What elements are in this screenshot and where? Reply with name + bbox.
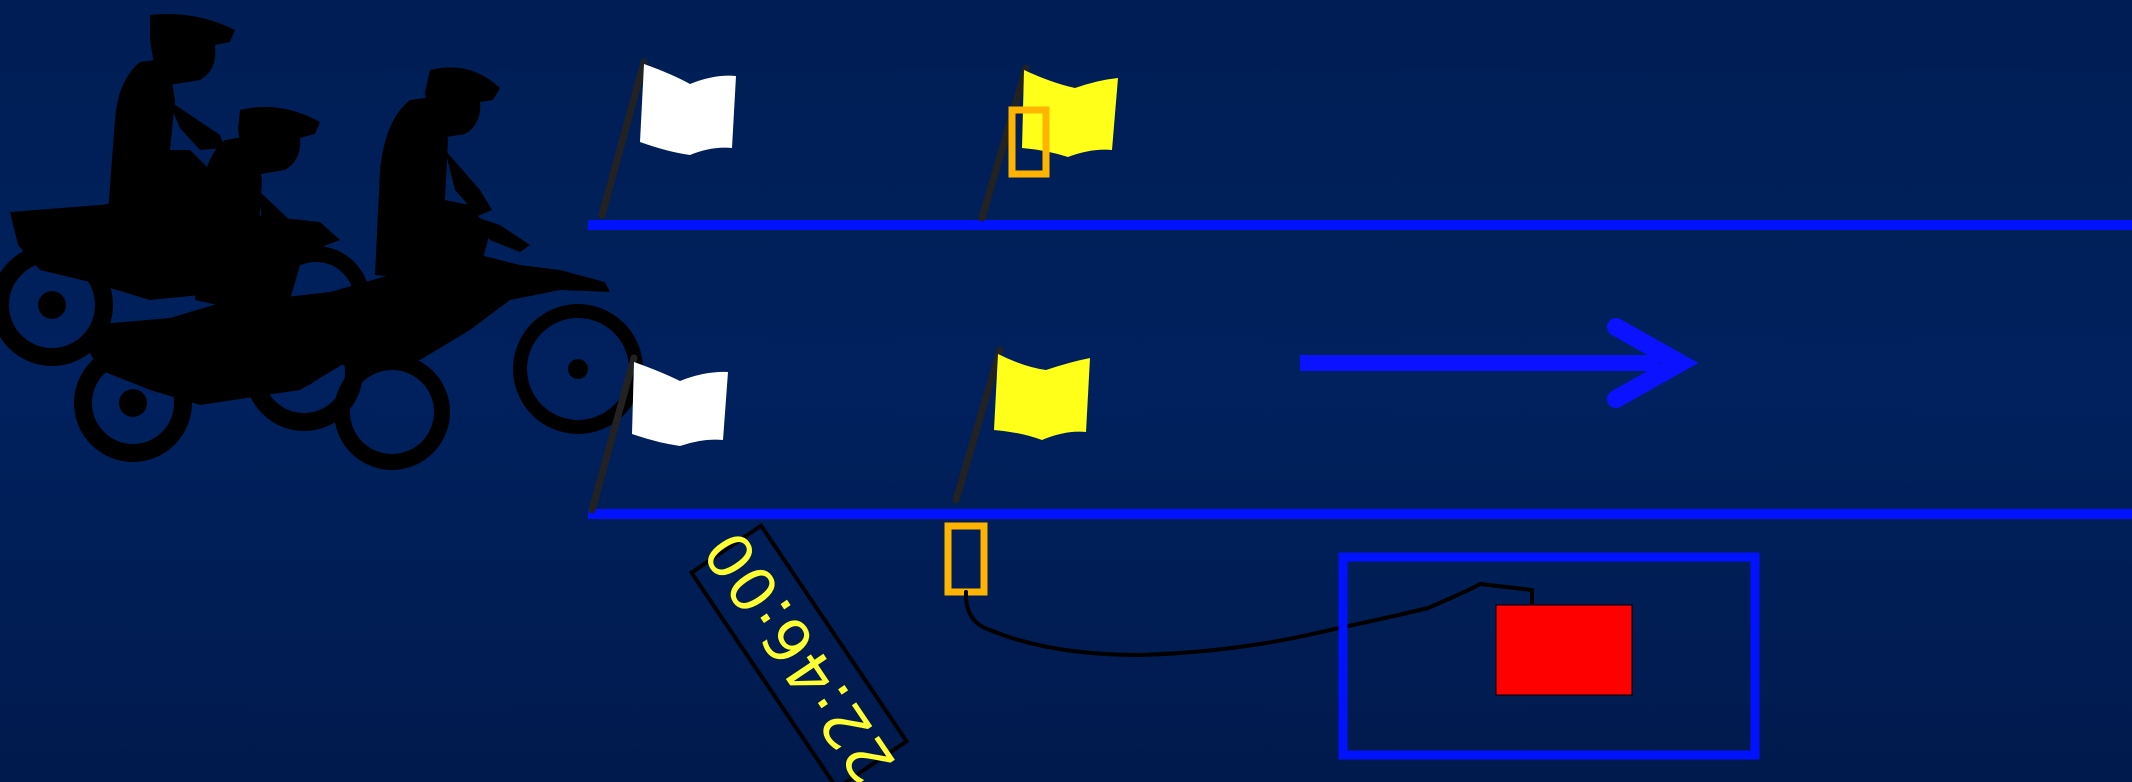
track-line-bottom: [588, 509, 2132, 519]
track-line-top: [588, 220, 2132, 230]
timing-unit-icon: [1496, 605, 1632, 695]
